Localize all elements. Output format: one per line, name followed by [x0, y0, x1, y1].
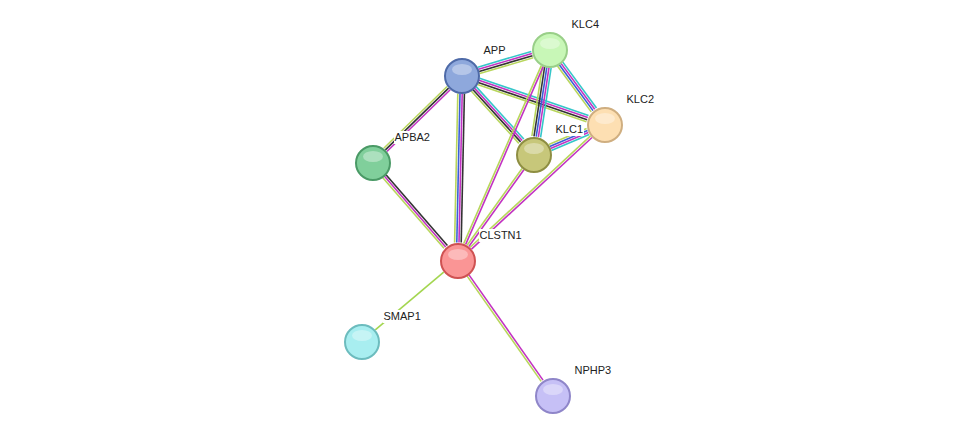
protein-node: KLC4	[532, 32, 568, 68]
evidence-line	[387, 90, 450, 152]
interaction-edge	[558, 62, 597, 112]
node-highlight	[540, 38, 560, 49]
evidence-line	[479, 56, 532, 72]
evidence-line	[472, 138, 593, 250]
protein-node: KLC2	[587, 107, 623, 143]
evidence-line	[384, 176, 445, 247]
node-label: KLC4	[571, 18, 601, 31]
node-label: APBA2	[394, 131, 431, 144]
node-label: KLC1	[555, 123, 585, 136]
node-highlight	[363, 151, 383, 162]
node-highlight	[448, 249, 468, 260]
evidence-line	[469, 170, 524, 247]
evidence-line	[384, 87, 447, 149]
evidence-line	[471, 91, 519, 143]
interaction-edge	[384, 87, 450, 152]
protein-node: CLSTN1	[440, 243, 476, 279]
protein-node: APP	[444, 58, 480, 94]
node-highlight	[524, 143, 544, 154]
evidence-line	[559, 65, 593, 111]
protein-node: KLC1	[516, 137, 552, 173]
evidence-line	[561, 63, 595, 109]
evidence-line	[375, 272, 443, 330]
node-highlight	[452, 64, 472, 75]
evidence-line	[563, 62, 597, 108]
interaction-edge	[455, 93, 465, 242]
evidence-line	[455, 93, 458, 242]
interaction-edge	[471, 87, 524, 144]
node-highlight	[595, 113, 615, 124]
node-label: CLSTN1	[479, 229, 523, 242]
evidence-line	[467, 169, 522, 246]
protein-node: NPHP3	[535, 378, 571, 414]
protein-node: APBA2	[355, 145, 391, 181]
node-label: APP	[483, 44, 507, 57]
evidence-line	[467, 276, 541, 382]
evidence-line	[558, 66, 592, 112]
evidence-line	[385, 88, 448, 150]
interaction-edge	[375, 272, 443, 330]
node-label: SMAP1	[383, 310, 422, 323]
node-label: KLC2	[626, 93, 656, 106]
evidence-line	[470, 136, 591, 248]
interaction-edge	[532, 67, 551, 138]
evidence-line	[480, 58, 534, 74]
interaction-edge	[470, 136, 592, 249]
evidence-line	[383, 178, 444, 249]
protein-node: SMAP1	[344, 324, 380, 360]
evidence-line	[469, 275, 543, 381]
evidence-line	[476, 87, 524, 139]
node-highlight	[352, 330, 372, 341]
interaction-edge	[467, 169, 524, 247]
node-highlight	[543, 384, 563, 395]
node-label: NPHP3	[574, 364, 613, 377]
interaction-edge	[467, 275, 543, 382]
evidence-line	[386, 175, 447, 246]
interaction-edge	[383, 175, 448, 249]
